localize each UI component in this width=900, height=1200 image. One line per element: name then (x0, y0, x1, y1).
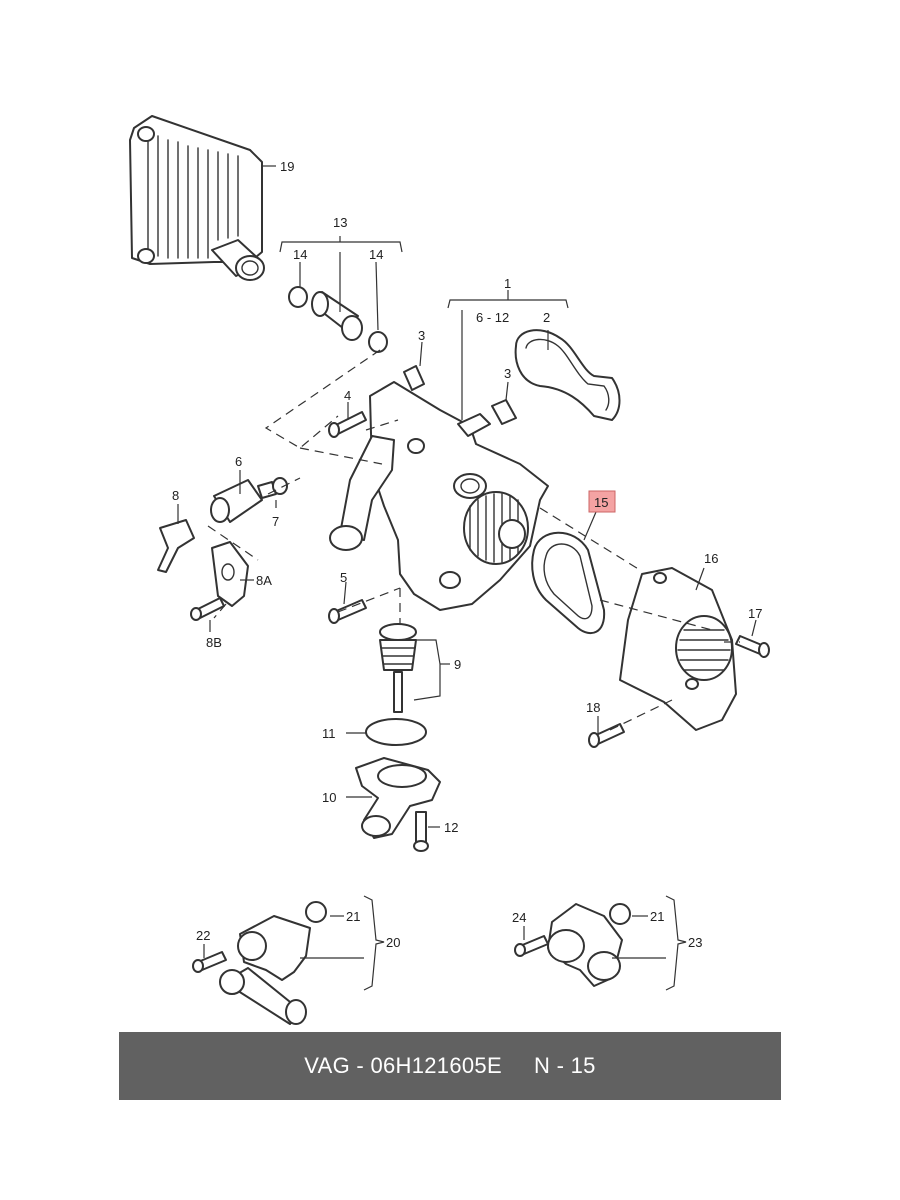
callout-labels: 19 13 14 14 1 6 - 12 2 3 3 4 6 8 7 5 8A … (172, 159, 762, 950)
part-gasket (514, 329, 621, 421)
part-number-banner: VAG - 06H121605E N - 15 (119, 1032, 781, 1100)
part-bolt-18 (588, 723, 625, 748)
part-thermostat-housing (355, 757, 441, 839)
label-2: 2 (543, 310, 550, 325)
label-17: 17 (748, 606, 762, 621)
part-o-ring-11 (365, 718, 427, 746)
guide-lines (207, 349, 740, 731)
part-bolt-17 (735, 635, 770, 658)
part-number-text: VAG - 06H121605E N - 15 (304, 1053, 596, 1078)
label-13: 13 (333, 215, 347, 230)
part-water-pump-housing (329, 381, 549, 611)
label-22: 22 (196, 928, 210, 943)
label-21: 21 (650, 909, 664, 924)
part-coolant-flange-23 (514, 903, 631, 987)
part-seal-plate (190, 541, 249, 621)
highlight-box (588, 490, 616, 513)
label-6-12: 6 - 12 (476, 310, 509, 325)
part-toothed-belt (531, 531, 606, 635)
part-clip (157, 519, 195, 573)
label-3: 3 (504, 366, 511, 381)
label-1: 1 (504, 276, 511, 291)
label-4: 4 (344, 388, 351, 403)
exploded-parts-diagram: 19 13 14 14 1 6 - 12 2 3 3 4 6 8 7 5 8A … (129, 115, 770, 1025)
leader-lines (177, 165, 757, 991)
label-3: 3 (418, 328, 425, 343)
label-21: 21 (346, 909, 360, 924)
part-dowel-pins (403, 365, 517, 425)
label-9: 9 (454, 657, 461, 672)
label-24: 24 (512, 910, 526, 925)
part-bolt-5 (328, 599, 367, 624)
part-coolant-flange-20 (192, 901, 327, 1025)
label-8: 8 (172, 488, 179, 503)
part-belt-cover (619, 567, 737, 731)
part-oil-cooler (129, 115, 265, 281)
label-20: 20 (386, 935, 400, 950)
label-14: 14 (369, 247, 383, 262)
label-8b: 8B (206, 635, 222, 650)
label-5: 5 (340, 570, 347, 585)
label-6: 6 (235, 454, 242, 469)
part-bolt-12 (413, 811, 429, 852)
label-18: 18 (586, 700, 600, 715)
label-19: 19 (280, 159, 294, 174)
label-7: 7 (272, 514, 279, 529)
label-14: 14 (293, 247, 307, 262)
label-10: 10 (322, 790, 336, 805)
label-16: 16 (704, 551, 718, 566)
part-connector-pipe (288, 286, 388, 353)
part-thermostat (379, 623, 417, 713)
label-12: 12 (444, 820, 458, 835)
label-8a: 8A (256, 573, 272, 588)
part-bolt-4 (328, 411, 367, 438)
part-sensor (210, 477, 288, 523)
label-15: 15 (594, 495, 608, 510)
label-23: 23 (688, 935, 702, 950)
label-11: 11 (322, 726, 336, 741)
